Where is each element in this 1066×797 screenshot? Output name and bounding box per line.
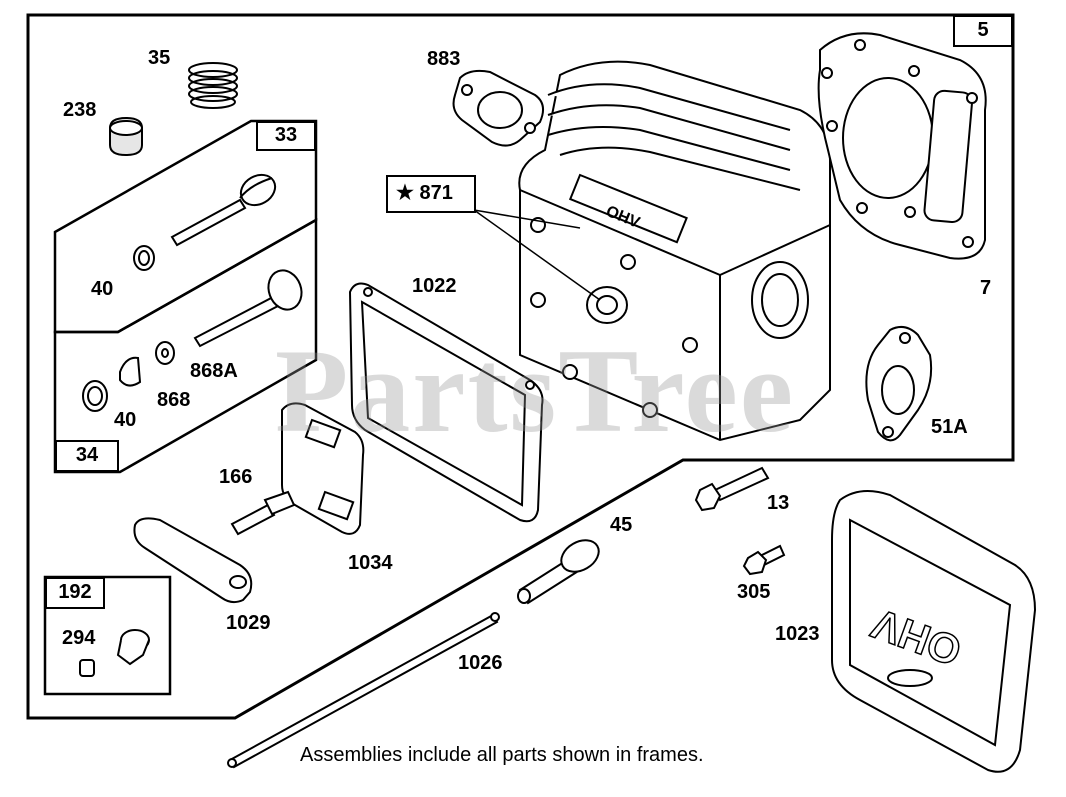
part-label-166: 166	[219, 466, 253, 488]
featured-part-label: ★ 871	[386, 175, 476, 213]
head-bolt-part	[694, 466, 770, 512]
part-label-1029: 1029	[226, 612, 271, 634]
exhaust-valve-frame	[53, 217, 318, 474]
cylinder-head-part: OHV	[518, 60, 831, 442]
intake-gasket-part	[452, 69, 545, 147]
part-label-1023: 1023	[775, 623, 820, 645]
head-gasket-part	[817, 32, 987, 260]
main-assembly-frame	[26, 13, 1015, 720]
exhaust-gasket-part	[865, 325, 933, 442]
part-label-7: 7	[980, 277, 992, 299]
part-label-305: 305	[737, 581, 771, 603]
valve-seal-part	[133, 245, 155, 271]
breather-valve-part	[79, 629, 150, 677]
push-rod-guide-part	[517, 539, 600, 605]
valve-cap-part	[109, 116, 143, 157]
valve-spring-part	[188, 62, 238, 109]
part-label-40a: 40	[91, 278, 114, 300]
breather-plate-part	[281, 402, 365, 535]
frame-label-main: 5	[953, 15, 1013, 47]
push-rod-part	[227, 612, 500, 769]
part-label-13: 13	[767, 492, 790, 514]
frame-label-intake-valve: 33	[256, 121, 316, 151]
assembly-footnote: Assemblies include all parts shown in fr…	[300, 744, 704, 766]
part-label-883: 883	[427, 48, 461, 70]
part-label-238: 238	[63, 99, 97, 121]
breather-kit-frame	[43, 575, 172, 696]
stud-part	[230, 490, 296, 536]
star-icon: ★	[396, 182, 414, 204]
frame-label-breather-kit: 192	[45, 577, 105, 609]
exhaust-valve-part	[193, 269, 303, 348]
part-label-294: 294	[62, 627, 96, 649]
part-label-1022: 1022	[412, 275, 457, 297]
part-label-45: 45	[610, 514, 633, 536]
part-label-868a: 868A	[190, 360, 238, 382]
part-label-35: 35	[148, 47, 171, 69]
watermark: PartsTree	[275, 324, 795, 457]
featured-part-leaders	[473, 209, 601, 301]
part-label-40b: 40	[114, 409, 137, 431]
cover-screw-part	[742, 544, 786, 576]
part-label-868: 868	[157, 389, 191, 411]
part-label-1034: 1034	[348, 552, 393, 574]
valve-cover-part: OHV	[831, 490, 1037, 773]
frame-label-exhaust-valve: 34	[55, 440, 119, 472]
valve-cover-gasket-part	[348, 282, 544, 523]
part-label-51a: 51A	[931, 416, 968, 438]
rocker-arm-part	[133, 517, 253, 604]
part-label-1026: 1026	[458, 652, 503, 674]
intake-valve-part	[170, 173, 277, 247]
featured-part-number: 871	[419, 182, 453, 204]
valve-retainer-part	[82, 341, 175, 412]
